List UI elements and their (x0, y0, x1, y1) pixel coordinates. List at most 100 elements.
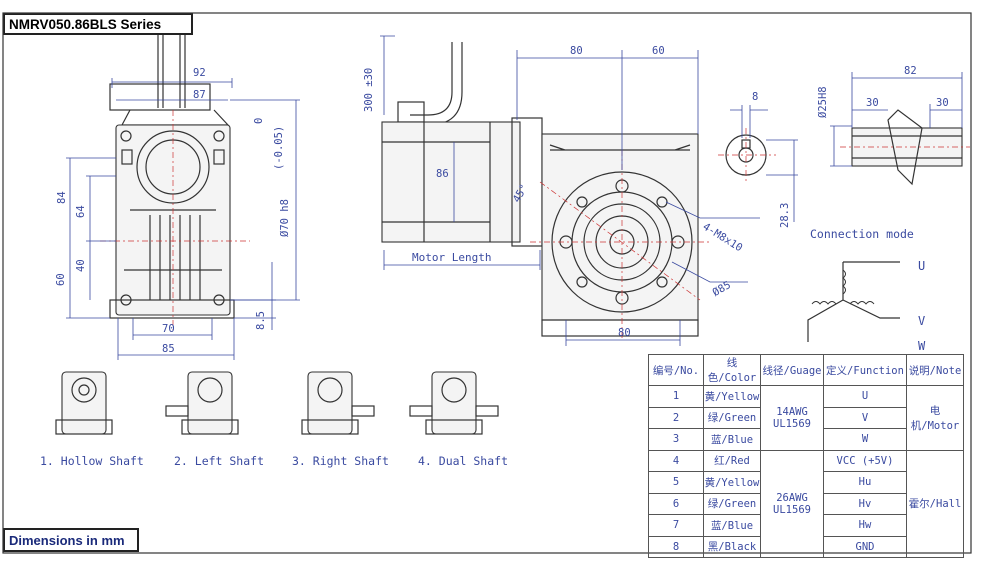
front-base (109, 299, 235, 319)
gauge-hall-awg: 26AWG (776, 491, 808, 504)
cell-color: 蓝/Blue (703, 514, 761, 537)
cell-function: Hv (823, 492, 907, 515)
shaft-section: 8 28.3 (718, 91, 798, 228)
dim-40: 40 (75, 259, 87, 272)
table-row: 6 绿/Green Hv (648, 492, 964, 515)
side-cable-gland (397, 101, 425, 123)
dim-64: 64 (75, 205, 87, 218)
gearbox-base (541, 319, 699, 337)
thumb-hollow (55, 371, 113, 435)
dim-30-right: 30 (936, 97, 949, 109)
table-header-row: 编号/No. 线色/Color 线径/Guage 定义/Function 说明/… (648, 354, 964, 386)
header-note: 说明/Note (906, 354, 964, 386)
gauge-hall-ul: UL1569 (773, 503, 811, 516)
dim-d25h8: Ø25H8 (817, 86, 829, 118)
thumb-left (165, 371, 239, 435)
side-view: 80 60 300 ±30 86 45° Motor Length 4-M8x1… (363, 35, 760, 346)
cell-function: VCC (+5V) (823, 449, 907, 472)
cell-no: 4 (648, 449, 704, 472)
gearbox-flange-outer (551, 171, 693, 313)
units-note: Dimensions in mm (9, 532, 125, 548)
phase-w-label: W (918, 339, 926, 353)
front-view: 92 87 84 64 40 60 70 85 8.5 0 (-0.05) Ø7… (55, 35, 300, 360)
dim-70: 70 (162, 323, 175, 335)
phase-u-label: U (918, 259, 925, 273)
side-cable (410, 42, 463, 126)
shaft-type-4-label: 4. Dual Shaft (418, 454, 508, 468)
dim-80-bottom: 80 (618, 327, 631, 339)
dim-85: 85 (162, 343, 175, 355)
cell-no: 5 (648, 471, 704, 494)
cell-no: 7 (648, 514, 704, 537)
dim-92: 92 (193, 67, 206, 79)
thumb-dual (409, 371, 499, 435)
cell-note-hall: 霍尔/Hall (906, 449, 964, 558)
dim-84: 84 (56, 191, 68, 204)
dim-80-top: 80 (570, 45, 583, 57)
cell-function: W (823, 428, 907, 451)
connection-mode-label: Connection mode (810, 227, 914, 241)
table-row: 2 绿/Green V (648, 406, 964, 429)
front-top-bevel (121, 109, 230, 126)
dim-87: 87 (193, 89, 206, 101)
cell-function: Hu (823, 471, 907, 494)
table-row: 8 黑/Black GND (648, 535, 964, 558)
cell-color: 蓝/Blue (703, 428, 761, 451)
cell-color: 黄/Yellow (703, 385, 761, 408)
dim-8-5: 8.5 (255, 311, 267, 330)
dim-d70h8: Ø70 h8 (279, 199, 291, 237)
front-fins (149, 215, 201, 300)
dim-tol-0: 0 (253, 118, 265, 124)
dim-300: 300 ±30 (363, 68, 375, 112)
header-gauge: 线径/Guage (760, 354, 824, 386)
header-no: 编号/No. (648, 354, 704, 386)
hollow-shaft-detail: Ø25H8 82 30 30 (817, 65, 970, 186)
dim-60: 60 (55, 273, 67, 286)
front-cables (157, 35, 186, 108)
cell-function: Hw (823, 514, 907, 537)
cell-color: 绿/Green (703, 406, 761, 429)
dim-tol-neg: (-0.05) (273, 126, 285, 170)
cell-no: 3 (648, 428, 704, 451)
dim-shaft-8: 8 (752, 91, 758, 103)
motor-body (381, 121, 521, 243)
cell-no: 8 (648, 535, 704, 558)
cell-function: V (823, 406, 907, 429)
cell-function: U (823, 385, 907, 408)
cell-color: 黑/Black (703, 535, 761, 558)
wiring-spec-table: 编号/No. 线色/Color 线径/Guage 定义/Function 说明/… (648, 354, 964, 558)
connection-diagram: Connection mode U V W (807, 227, 926, 353)
gauge-motor-ul: UL1569 (773, 417, 811, 430)
dim-82: 82 (904, 65, 917, 77)
thumb-right (301, 371, 375, 435)
cell-no: 1 (648, 385, 704, 408)
shaft-type-2-label: 2. Left Shaft (174, 454, 264, 468)
gearbox-housing (541, 133, 699, 321)
cell-function: GND (823, 535, 907, 558)
shaft-type-thumbnails: 1. Hollow Shaft 2. Left Shaft 3. Right S… (40, 371, 508, 468)
front-top-block (109, 83, 211, 111)
shaft-type-3-label: 3. Right Shaft (292, 454, 389, 468)
cell-no: 2 (648, 406, 704, 429)
drawing-frame (2, 12, 972, 554)
dim-28-3: 28.3 (779, 203, 791, 228)
cell-color: 黄/Yellow (703, 471, 761, 494)
dim-86: 86 (436, 168, 449, 180)
dim-4-m8x10: 4-M8x10 (701, 221, 745, 255)
dim-60-top: 60 (652, 45, 665, 57)
units-note-box: Dimensions in mm (3, 528, 139, 552)
cell-color: 红/Red (703, 449, 761, 472)
phase-v-label: V (918, 314, 925, 328)
header-color: 线色/Color (703, 354, 761, 386)
shaft-type-1-label: 1. Hollow Shaft (40, 454, 144, 468)
drawing-title: NMRV050.86BLS Series (9, 16, 162, 32)
header-function: 定义/Function (823, 354, 907, 386)
hollow-shaft-key (887, 109, 923, 186)
dim-30-left: 30 (866, 97, 879, 109)
gauge-motor-awg: 14AWG (776, 405, 808, 418)
